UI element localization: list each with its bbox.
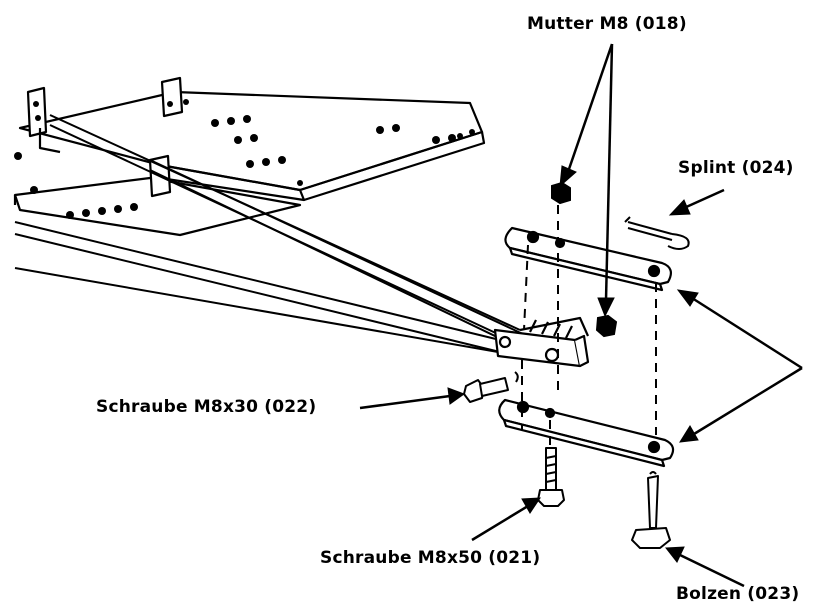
frame-holes [14,99,475,219]
label-split-pin: Splint (024) [678,158,794,178]
assembly-guide-lines [521,205,657,450]
split-pin [624,216,690,250]
link-plates [498,226,675,468]
nuts [551,181,618,338]
label-nut: Mutter M8 (018) [527,14,687,34]
label-screw-m8x50: Schraube M8x50 (021) [320,548,541,568]
label-pin: Bolzen (023) [676,584,800,604]
label-screw-m8x30: Schraube M8x30 (022) [96,397,317,417]
screws-and-pin [463,371,671,549]
drawbar-struts [14,114,526,353]
callout-arrows [359,43,803,588]
